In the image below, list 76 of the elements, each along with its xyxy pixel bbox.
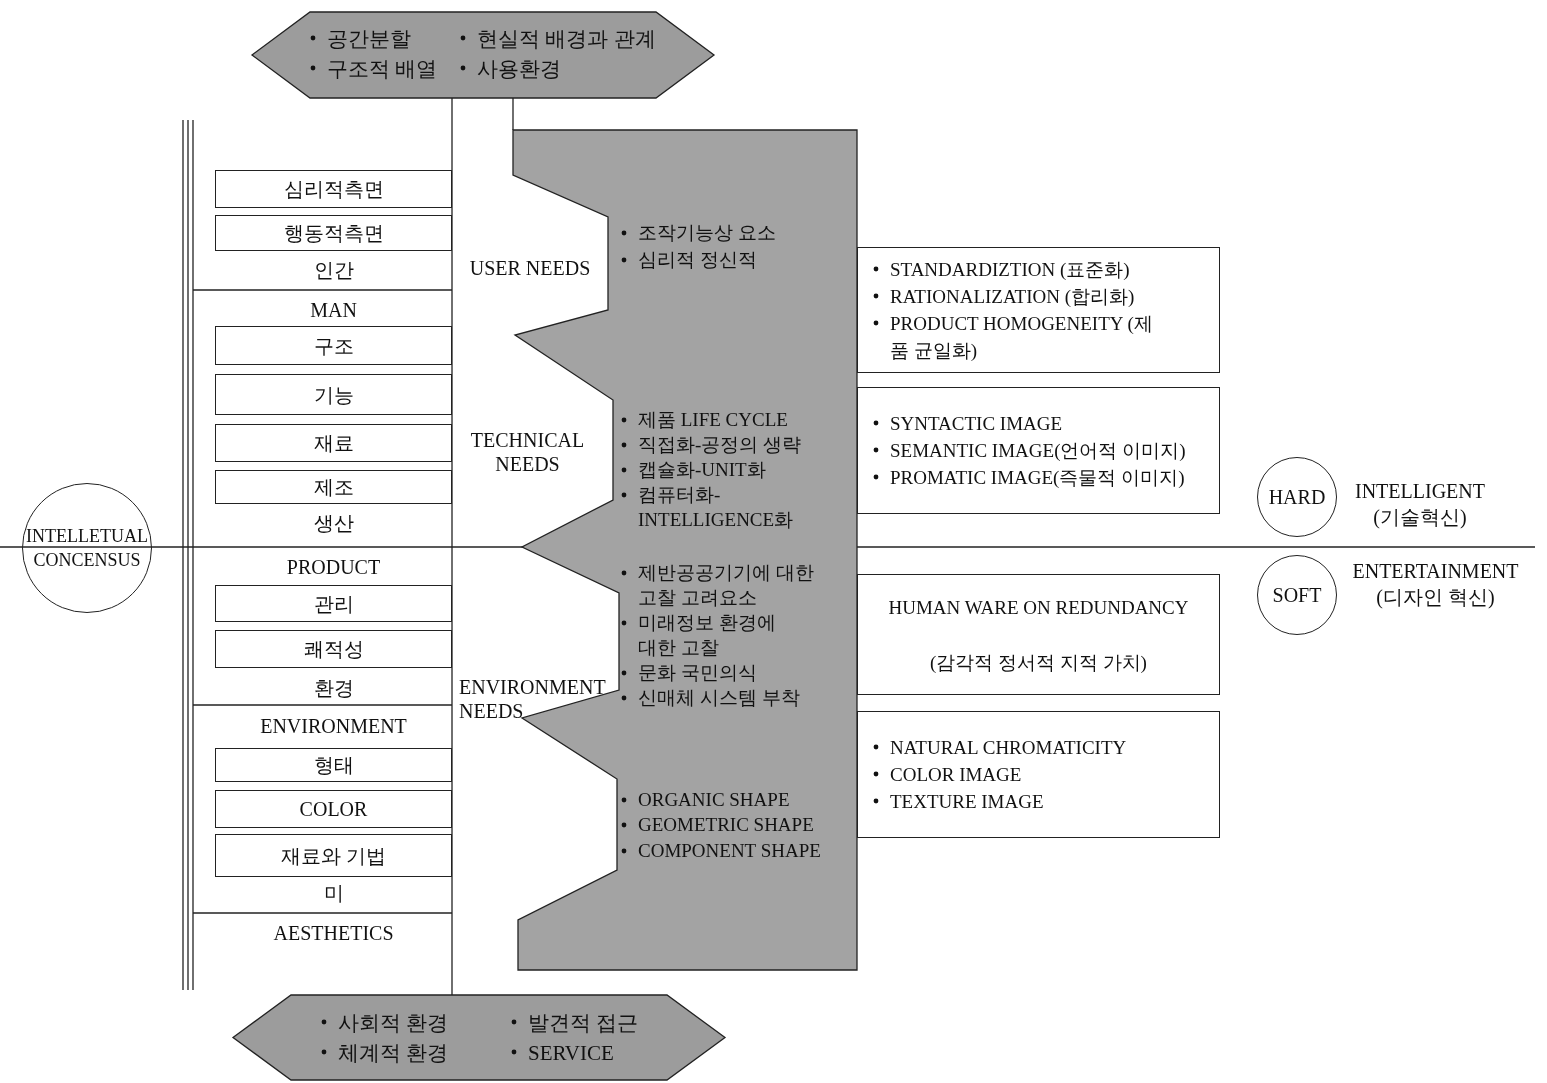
bullet-item: GEOMETRIC SHAPE [638, 814, 814, 835]
needs-label: USER NEEDS [468, 256, 592, 280]
category-label: 환경 [312, 676, 355, 700]
category-box [215, 630, 452, 668]
box-label: 관리 [313, 591, 354, 616]
needs-label: TECHNICAL NEEDS [469, 428, 586, 476]
box-label: 행동적측면 [283, 221, 384, 245]
box-label: 재료 [313, 431, 354, 455]
bullet-item: NATURAL CHROMATICITY [890, 737, 1127, 758]
category-label: 미 [322, 881, 345, 905]
hexagon-banner [233, 995, 725, 1080]
hexagon-banner [252, 12, 714, 98]
category-label: ENVIRONMENT [259, 714, 408, 738]
bullet-item: RATIONALIZATION (합리화) [890, 286, 1135, 307]
category-label: PRODUCT [285, 555, 382, 579]
box-label: COLOR [299, 797, 368, 821]
bullet-item: 미래정보 환경에 대한 고찰 [638, 612, 776, 658]
category-box [215, 374, 452, 415]
box-label: 심리적측면 [283, 177, 384, 201]
category-box [215, 215, 452, 251]
category-label: 생산 [312, 511, 355, 535]
bullet-item: 발견적 접근 [528, 1011, 639, 1035]
bullet-item: TEXTURE IMAGE [890, 791, 1044, 812]
caption-text: ENTERTAINMENT (디자인 혁신) [1351, 559, 1520, 610]
bullet-item: 제반공공기기에 대한 고찰 고려요소 [638, 562, 814, 608]
box-text: (감각적 정서적 지적 가치) [929, 650, 1148, 675]
bullet-item: SERVICE [528, 1041, 614, 1065]
category-label: MAN [309, 298, 358, 322]
bullet-item: SYNTACTIC IMAGE [890, 413, 1063, 434]
attribute-box [857, 711, 1220, 838]
bullet-item: 조작기능상 요소 [638, 222, 776, 243]
attribute-box [857, 387, 1220, 514]
needs-label: ENVIRONMENT NEEDS [459, 675, 607, 723]
box-label: 재료와 기법 [281, 843, 386, 868]
bullet-item: PRODUCT HOMOGENEITY (제품 균일화) [890, 313, 1153, 361]
circle-label: HARD [1268, 485, 1326, 509]
bullet-item: SEMANTIC IMAGE(언어적 이미지) [890, 440, 1186, 461]
box-label: 구조 [313, 333, 354, 358]
category-box [215, 424, 452, 462]
bullet-item: ORGANIC SHAPE [638, 789, 790, 810]
bullet-item: 현실적 배경과 관계 [477, 27, 656, 51]
box-label: 형태 [313, 753, 354, 777]
bullet-item: PROMATIC IMAGE(즉물적 이미지) [890, 467, 1185, 488]
box-text: HUMAN WARE ON REDUNDANCY [887, 595, 1190, 620]
attribute-box [857, 247, 1220, 373]
category-box [215, 170, 452, 208]
attribute-box [857, 574, 1220, 695]
category-box [215, 834, 452, 877]
bullet-item: 심리적 정신적 [638, 249, 757, 270]
bullet-item: 직접화-공정의 생략 [638, 434, 802, 455]
bullet-item: 공간분할 [327, 27, 411, 51]
category-box [215, 585, 452, 622]
category-box [215, 748, 452, 782]
bullet-item: 문화 국민의식 [638, 662, 757, 683]
bullet-item: 체계적 환경 [338, 1041, 449, 1065]
bullet-item: 컴퓨터화- INTELLIGENCE화 [638, 484, 794, 530]
category-label: AESTHETICS [272, 921, 395, 945]
bullet-item: STANDARDIZTION (표준화) [890, 259, 1130, 280]
category-box [215, 470, 452, 504]
bullet-item: 캡슐화-UNIT화 [638, 459, 766, 480]
category-label: 인간 [312, 258, 355, 282]
bullet-item: 사용환경 [477, 57, 561, 81]
box-label: 기능 [313, 382, 354, 407]
bullet-item: 제품 LIFE CYCLE [638, 409, 788, 430]
bullet-item: 구조적 배열 [327, 57, 438, 81]
box-label: 쾌적성 [303, 637, 364, 661]
category-box [215, 790, 452, 828]
box-label: 제조 [313, 475, 354, 499]
category-box [215, 326, 452, 365]
bullet-item: 신매체 시스템 부착 [638, 687, 800, 708]
caption-text: INTELLIGENT (기술혁신) [1354, 479, 1486, 530]
bullet-item: 사회적 환경 [338, 1011, 449, 1035]
circle-label: SOFT [1272, 583, 1322, 607]
circle-label: INTELLETUAL CONCENSUS [25, 525, 149, 572]
bullet-item: COMPONENT SHAPE [638, 840, 821, 861]
bullet-item: COLOR IMAGE [890, 764, 1022, 785]
